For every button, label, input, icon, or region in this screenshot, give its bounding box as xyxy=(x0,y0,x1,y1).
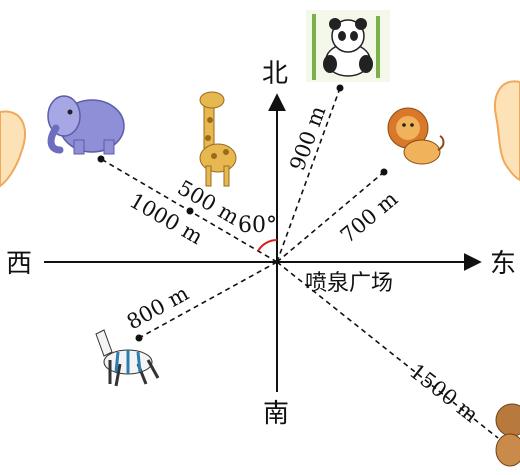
north-label: 北 xyxy=(262,59,288,89)
fountain-square-label: 喷泉广场 xyxy=(305,271,393,296)
elephant-image xyxy=(47,95,125,155)
elephant-point xyxy=(97,155,105,163)
left-edge-decoration xyxy=(0,110,26,188)
monkey-image xyxy=(495,403,520,467)
west-label: 西 xyxy=(6,249,32,279)
lion-image xyxy=(387,107,445,165)
zebra-distance-label: 800 m xyxy=(123,281,193,334)
zebra-image xyxy=(95,329,160,387)
panda-image xyxy=(306,10,390,82)
panda-line xyxy=(276,87,341,263)
right-edge-decoration xyxy=(494,80,520,182)
giraffe-image xyxy=(199,91,237,187)
monkey-line xyxy=(276,261,499,439)
giraffe-point xyxy=(186,207,194,215)
angle-arc xyxy=(257,239,278,252)
zebra-point xyxy=(135,334,143,342)
angle-label: 60° xyxy=(238,213,277,238)
lion-distance-label: 700 m xyxy=(336,187,403,248)
panda-point xyxy=(336,84,344,92)
south-label: 南 xyxy=(263,399,289,429)
lion-point xyxy=(380,168,388,176)
monkey-distance-label: 1500 m xyxy=(405,359,483,427)
east-label: 东 xyxy=(490,249,516,279)
panda-distance-label: 900 m xyxy=(285,103,330,174)
